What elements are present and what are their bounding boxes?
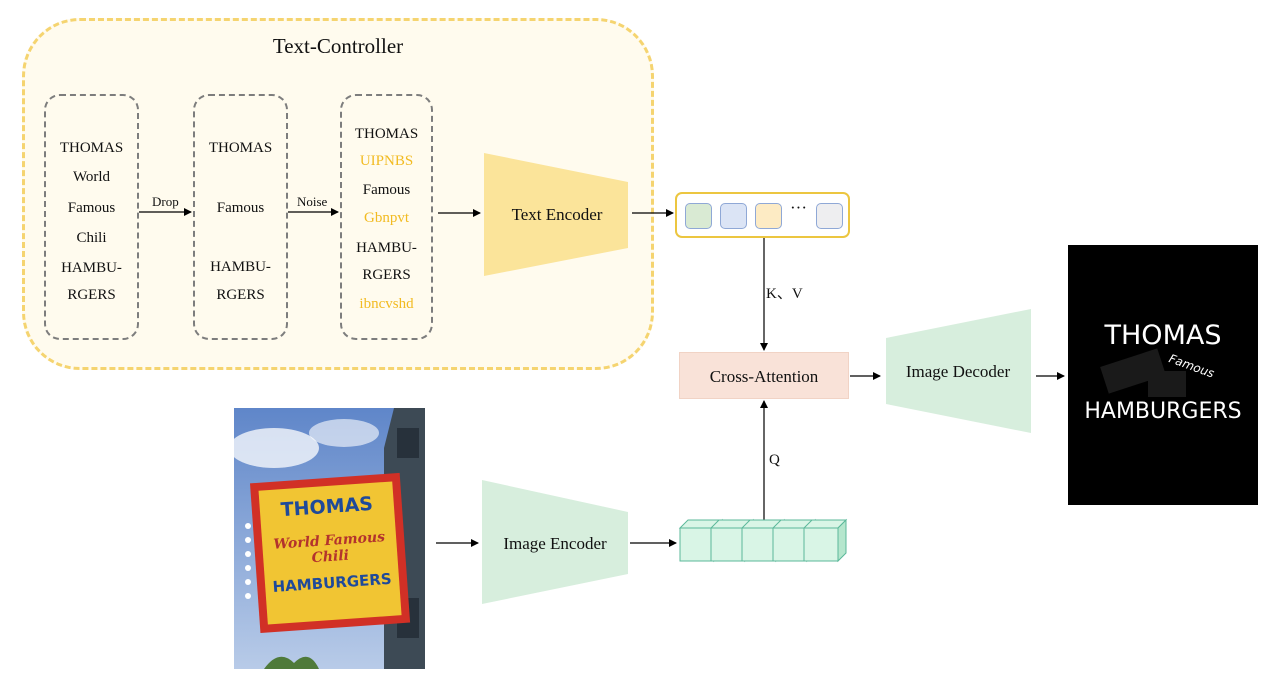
text-encoder-shape: [484, 153, 628, 276]
image-feature-cubes: [678, 518, 848, 563]
noise-word: ibncvshd: [359, 296, 414, 312]
kv-label: K、V: [766, 286, 803, 302]
text-encoder-label: Text Encoder: [511, 205, 603, 224]
input-photo-sign: THOMAS World Famous Chili HAMBURGERS: [234, 408, 425, 669]
word-world: World: [72, 169, 111, 185]
token: [720, 203, 747, 229]
word-famous: Famous: [216, 200, 265, 216]
token: [685, 203, 712, 229]
original-text-column: THOMAS World Famous Chili HAMBU- RGERS: [44, 94, 139, 340]
cross-attention-label: Cross-Attention: [709, 367, 819, 386]
photo-line2: World Famous: [273, 529, 386, 553]
word-rgers: RGERS: [362, 267, 411, 283]
output-line3: HAMBURGERS: [1084, 399, 1242, 424]
word-thomas: THOMAS: [354, 126, 419, 142]
cross-attention-block: Cross-Attention: [679, 352, 849, 399]
output-shape: [1148, 371, 1186, 397]
output-line1: THOMAS: [1104, 320, 1222, 351]
dropped-text-column: THOMAS Famous HAMBU- RGERS: [193, 94, 288, 340]
word-thomas: THOMAS: [208, 140, 273, 156]
image-encoder-shape: [482, 480, 628, 604]
q-label: Q: [769, 452, 780, 468]
token: [816, 203, 843, 229]
word-hambu: HAMBU-: [210, 259, 271, 275]
word-famous: Famous: [362, 182, 411, 198]
image-decoder-label: Image Decoder: [905, 362, 1011, 381]
word-famous: Famous: [67, 200, 116, 216]
output-glyph-image: THOMAS Famous HAMBURGERS: [1068, 245, 1258, 505]
noised-text-column: THOMAS UIPNBS Famous Gbnpvt HAMBU- RGERS…: [340, 94, 433, 340]
word-hambu: HAMBU-: [356, 240, 417, 256]
word-thomas: THOMAS: [59, 140, 124, 156]
noise-word: UIPNBS: [359, 153, 414, 169]
noise-word: Gbnpvt: [364, 210, 409, 226]
token-ellipsis: ···: [790, 198, 807, 217]
noise-label: Noise: [297, 194, 328, 209]
word-rgers: RGERS: [67, 287, 116, 303]
text-controller-title: Text-Controller: [272, 34, 404, 58]
photo-line3: Chili: [311, 548, 349, 567]
text-token-sequence: [675, 192, 850, 238]
drop-label: Drop: [152, 194, 179, 209]
word-hambu: HAMBU-: [61, 260, 122, 276]
image-decoder-shape: [886, 309, 1031, 433]
image-encoder-label: Image Encoder: [503, 534, 607, 553]
input-image: THOMAS World Famous Chili HAMBURGERS: [234, 408, 425, 669]
word-rgers: RGERS: [216, 287, 265, 303]
word-chili: Chili: [76, 230, 107, 246]
token: [755, 203, 782, 229]
